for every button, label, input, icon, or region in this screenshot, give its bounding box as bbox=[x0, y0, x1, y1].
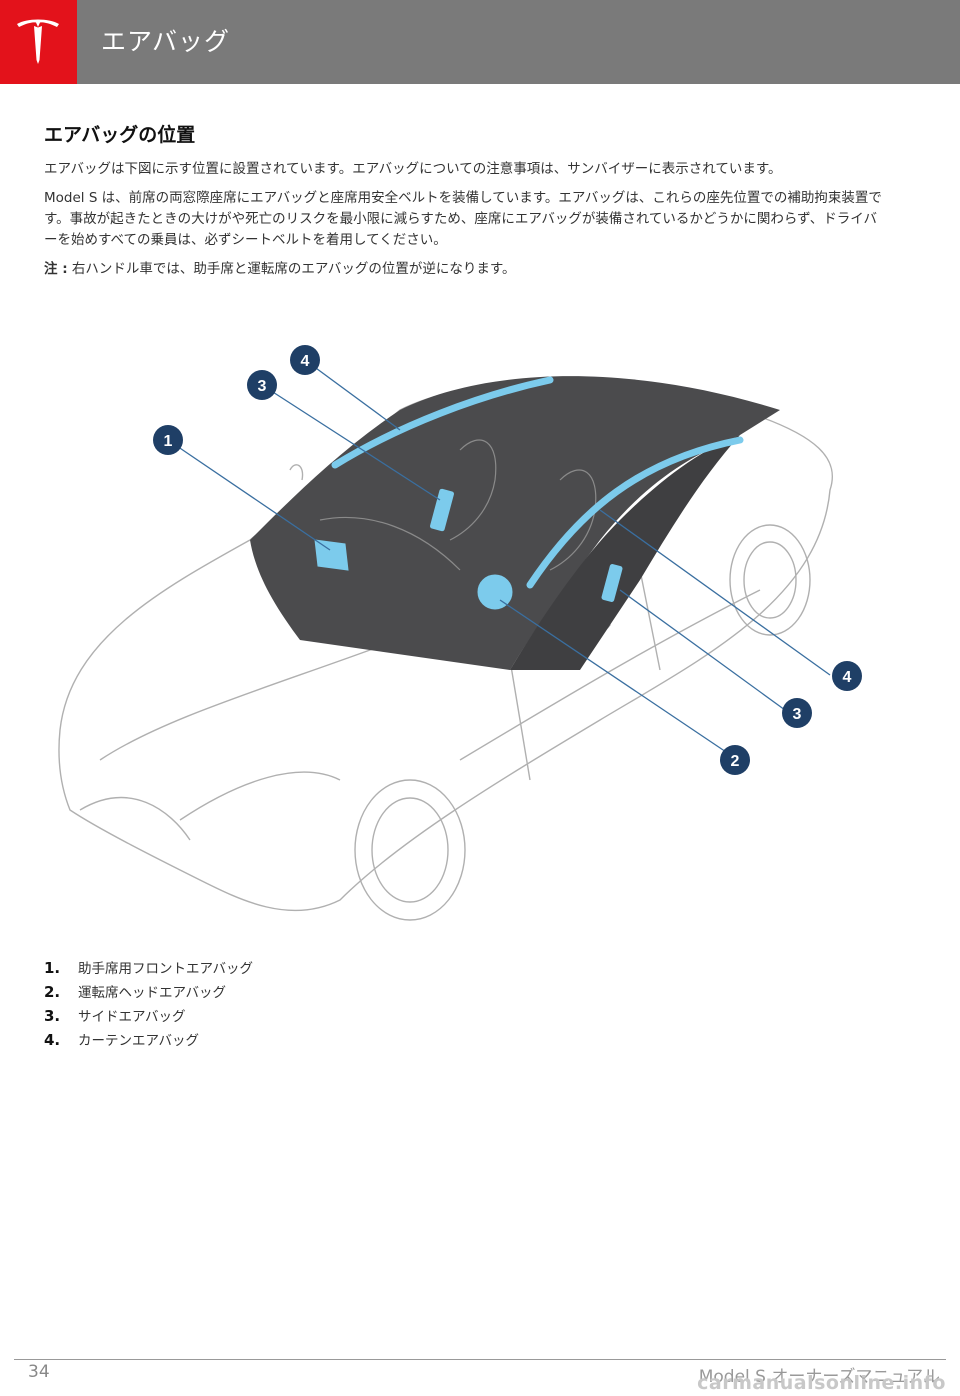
list-item-number: 1. bbox=[44, 959, 61, 977]
footer-manual-title: Model S オーナーズマニュアル bbox=[698, 1367, 940, 1387]
note-label: 注 : bbox=[44, 261, 68, 277]
note-paragraph: 注 : 右ハンドル車では、助手席と運転席のエアバッグの位置が逆になります。 bbox=[44, 259, 884, 280]
note-text: 右ハンドル車では、助手席と運転席のエアバッグの位置が逆になります。 bbox=[71, 261, 516, 277]
callout-2-label: 2 bbox=[731, 753, 740, 770]
list-item-number: 2. bbox=[44, 983, 61, 1001]
list-item-number: 4. bbox=[44, 1031, 61, 1049]
callout-3-top-label: 3 bbox=[258, 378, 267, 395]
tesla-logo-icon bbox=[17, 19, 59, 64]
list-item-text: サイドエアバッグ bbox=[78, 1009, 186, 1025]
list-item-text: カーテンエアバッグ bbox=[78, 1033, 199, 1049]
list-item: 3. サイドエアバッグ bbox=[44, 1004, 253, 1028]
airbag-location-figure: 1 2 3 4 3 4 bbox=[40, 340, 920, 940]
section-title: エアバッグの位置 bbox=[44, 124, 196, 146]
list-item: 1. 助手席用フロントエアバッグ bbox=[44, 956, 253, 980]
list-item-text: 運転席ヘッドエアバッグ bbox=[78, 985, 226, 1001]
callout-4-top: 4 bbox=[290, 345, 320, 375]
callout-2: 2 bbox=[720, 745, 750, 775]
callout-4-top-label: 4 bbox=[301, 353, 310, 370]
airbag-legend-list: 1. 助手席用フロントエアバッグ 2. 運転席ヘッドエアバッグ 3. サイドエアバッグ… bbox=[44, 956, 253, 1052]
page-header-title: エアバッグ bbox=[101, 27, 231, 56]
callout-1-label: 1 bbox=[164, 433, 173, 450]
page-header: エアバッグ bbox=[0, 0, 960, 84]
callout-4-side-label: 4 bbox=[843, 669, 852, 686]
page-number: 34 bbox=[28, 1362, 50, 1382]
intro-paragraph: エアバッグは下図に示す位置に設置されています。エアバッグについての注意事項は、サ… bbox=[44, 161, 782, 177]
list-item-number: 3. bbox=[44, 1007, 61, 1025]
callout-3-side-label: 3 bbox=[793, 706, 802, 723]
callout-3-side: 3 bbox=[782, 698, 812, 728]
watermark: carmanualsonline.info bbox=[697, 1372, 946, 1394]
list-item: 2. 運転席ヘッドエアバッグ bbox=[44, 980, 253, 1004]
list-item-text: 助手席用フロントエアバッグ bbox=[78, 961, 253, 977]
car-diagram: 1 2 3 4 3 4 bbox=[58, 345, 862, 921]
logo-box bbox=[0, 0, 77, 84]
main-content: エアバッグの位置 エアバッグは下図に示す位置に設置されています。エアバッグについ… bbox=[44, 120, 884, 288]
callout-4-side: 4 bbox=[832, 661, 862, 691]
list-item: 4. カーテンエアバッグ bbox=[44, 1028, 253, 1052]
callout-3-top: 3 bbox=[247, 370, 277, 400]
callout-1: 1 bbox=[153, 425, 183, 455]
safety-paragraph: Model S は、前席の両窓際座席にエアバッグと座席用安全ベルトを装備していま… bbox=[44, 190, 882, 248]
footer-divider bbox=[14, 1359, 946, 1360]
